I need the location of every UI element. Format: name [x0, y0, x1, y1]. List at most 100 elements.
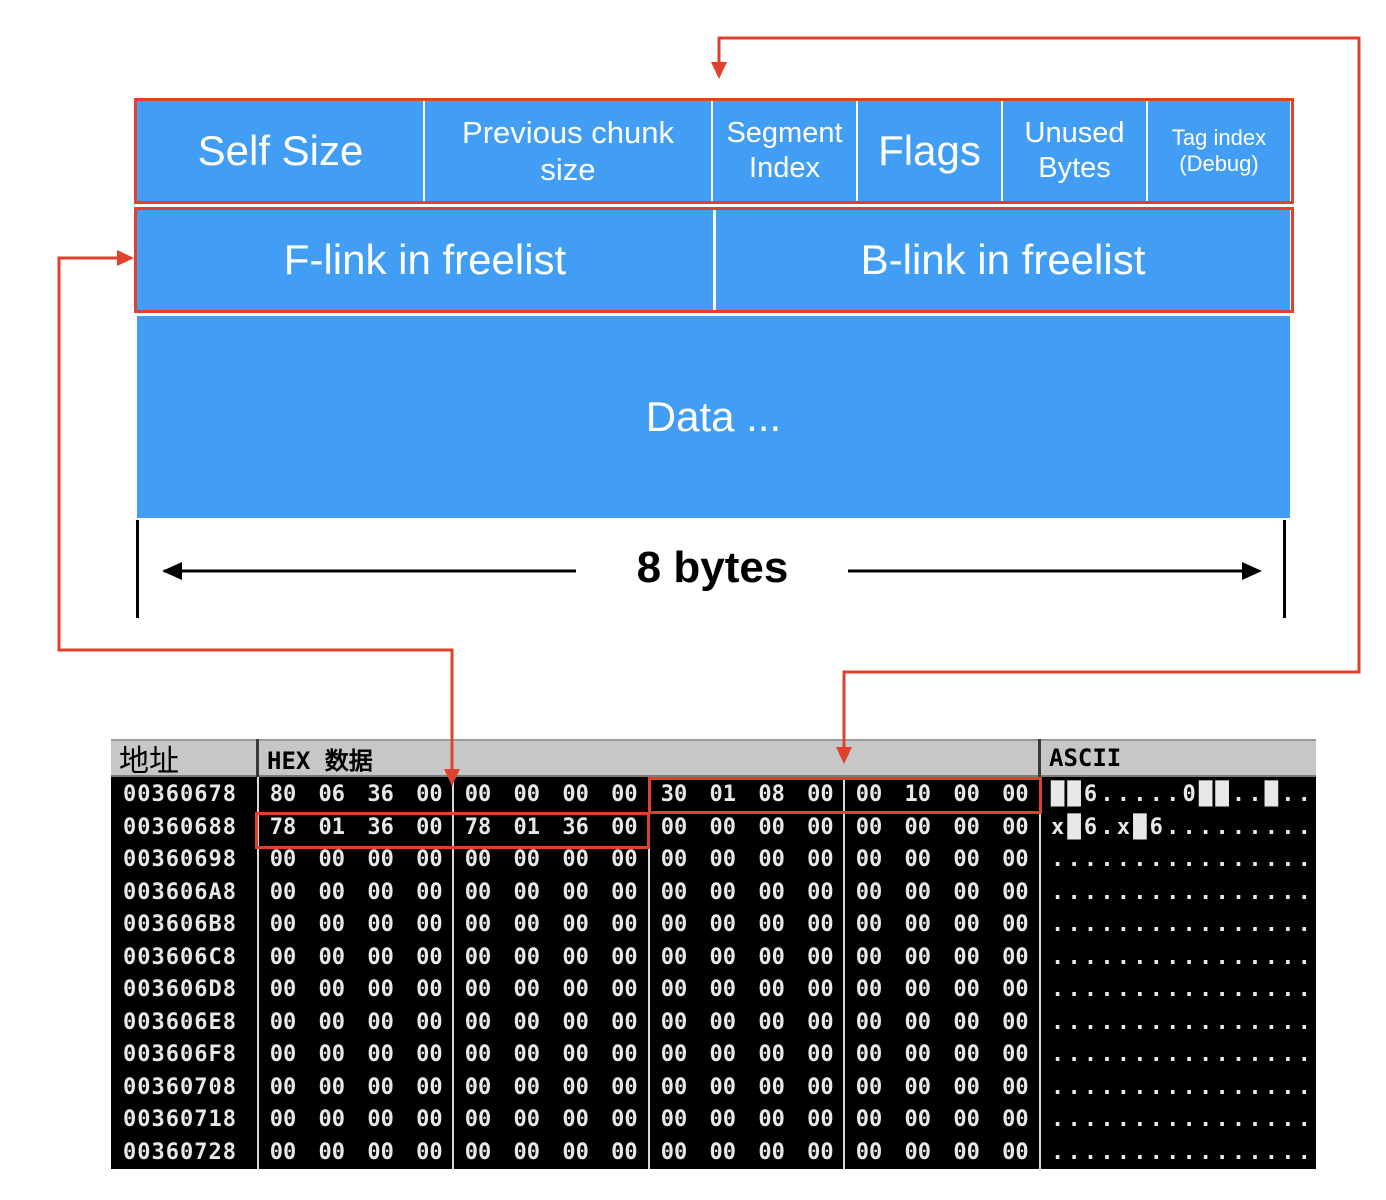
hex-byte: 00: [855, 1139, 883, 1165]
hex-byte: 00: [953, 814, 980, 840]
hex-byte: 01: [513, 814, 541, 840]
hex-byte: 00: [562, 1042, 589, 1067]
hex-row-ascii: ................: [1051, 1107, 1315, 1132]
hex-byte: 00: [855, 944, 883, 970]
hex-byte: 00: [660, 1107, 688, 1132]
hex-header-data: HEX 数据: [259, 739, 1040, 777]
hex-byte: 00: [709, 1009, 737, 1035]
connector-link: [57, 256, 454, 775]
hex-row-ascii: ................: [1051, 1139, 1315, 1165]
hex-byte: 00: [562, 977, 589, 1002]
hex-byte: 00: [953, 1042, 980, 1067]
hex-byte: 00: [611, 912, 638, 937]
hex-row-address: 00360728: [123, 1139, 237, 1165]
field-segment-index-label: Segment Index: [726, 117, 843, 184]
hex-byte: 00: [416, 1074, 443, 1100]
hex-row-ascii: ................: [1051, 1009, 1315, 1035]
hex-byte: 00: [416, 1139, 443, 1165]
hex-byte: 00: [464, 1107, 492, 1132]
hex-row-ascii: ██6.....0██..█..: [1051, 782, 1315, 807]
hex-byte: 00: [1002, 977, 1029, 1002]
hex-byte: 00: [269, 1107, 297, 1132]
hex-byte: 00: [904, 814, 932, 840]
field-flags: Flags: [858, 101, 1001, 201]
hex-byte: 00: [758, 912, 785, 937]
link-row-highlight: [134, 207, 1294, 313]
hex-byte: 00: [807, 814, 834, 840]
hex-byte: 00: [318, 1009, 346, 1035]
hex-byte: 00: [855, 1009, 883, 1035]
hex-byte: 00: [660, 1139, 688, 1165]
hex-row-ascii: ................: [1051, 1074, 1315, 1100]
hex-byte: 00: [758, 879, 785, 905]
field-flags-label: Flags: [878, 126, 981, 174]
hex-byte: 00: [709, 879, 737, 905]
hex-byte: 00: [416, 1042, 443, 1067]
hex-row-address: 00360678: [123, 782, 237, 807]
hex-byte: 00: [660, 847, 688, 872]
hex-byte: 00: [318, 1107, 346, 1132]
hex-byte: 00: [1002, 879, 1029, 905]
hex-byte: 00: [660, 1042, 688, 1067]
hex-row-ascii: x█6.x█6.........: [1051, 814, 1315, 840]
hex-byte: 00: [562, 1074, 589, 1100]
hex-byte: 00: [513, 782, 541, 807]
hex-byte: 00: [367, 847, 394, 872]
hex-byte: 36: [562, 814, 589, 840]
hex-byte: 00: [953, 977, 980, 1002]
hex-row-ascii: ................: [1051, 847, 1315, 872]
hex-byte: 00: [464, 977, 492, 1002]
hex-byte: 00: [904, 912, 932, 937]
hex-row-address: 00360708: [123, 1074, 237, 1100]
hex-byte: 00: [513, 1074, 541, 1100]
hex-byte: 00: [464, 1009, 492, 1035]
width-right-bound: [1283, 520, 1286, 618]
hex-byte: 00: [269, 977, 297, 1002]
hex-row-address: 00360688: [123, 814, 237, 840]
hex-row-ascii: ................: [1051, 879, 1315, 905]
hex-byte: 10: [904, 782, 932, 807]
hex-byte: 00: [953, 1139, 980, 1165]
hex-byte: 00: [562, 944, 589, 970]
hex-byte: 00: [367, 1009, 394, 1035]
hex-byte: 00: [953, 944, 980, 970]
hex-byte: 00: [953, 879, 980, 905]
hex-row-address: 003606D8: [123, 977, 237, 1002]
hex-byte: 00: [855, 1074, 883, 1100]
hex-byte: 00: [367, 879, 394, 905]
field-unused-bytes-label: Unused Bytes: [1024, 117, 1125, 184]
hex-row-address: 003606C8: [123, 944, 237, 970]
width-left-bound: [136, 520, 139, 618]
hex-byte: 80: [269, 782, 297, 807]
hex-byte: 00: [416, 814, 443, 840]
header-row-highlight: [134, 98, 1294, 204]
hex-byte: 00: [513, 912, 541, 937]
arrowhead-header-top: [711, 62, 727, 79]
link-row: F-link in freelist B-link in freelist: [137, 210, 1290, 310]
hex-byte: 00: [464, 1042, 492, 1067]
hex-byte: 00: [318, 944, 346, 970]
hex-byte: 00: [269, 847, 297, 872]
hex-highlight-link-bytes: [255, 812, 650, 849]
hex-header-ascii: ASCII: [1041, 739, 1316, 777]
hex-byte: 00: [513, 879, 541, 905]
hex-byte: 00: [367, 1042, 394, 1067]
hex-byte: 00: [367, 1074, 394, 1100]
hex-byte: 00: [513, 944, 541, 970]
field-divider: [1001, 101, 1003, 201]
hex-byte: 00: [1002, 814, 1029, 840]
hex-byte: 00: [611, 1139, 638, 1165]
hex-row-ascii: ................: [1051, 944, 1315, 970]
chunk-header-row: Self Size Previous chunk size Segment In…: [137, 101, 1290, 201]
hex-byte: 00: [269, 1139, 297, 1165]
hex-byte: 00: [709, 977, 737, 1002]
hex-byte: 00: [318, 879, 346, 905]
hex-byte: 00: [709, 912, 737, 937]
hex-byte: 00: [416, 847, 443, 872]
arrowhead-link-hex: [444, 769, 460, 786]
hex-byte: 00: [855, 782, 883, 807]
